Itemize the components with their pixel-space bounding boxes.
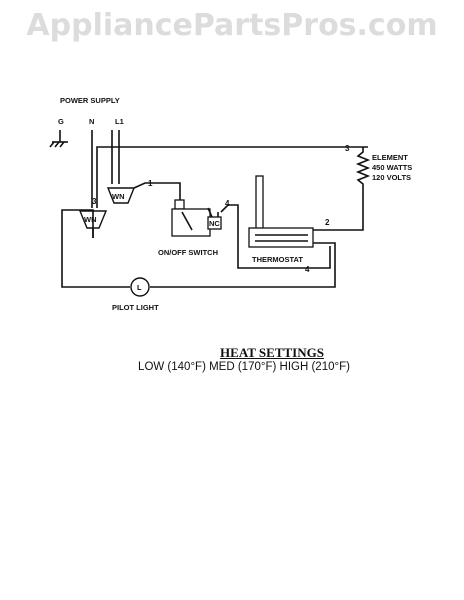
element-label-3: 120 VOLTS (372, 173, 411, 182)
terminal-1: 1 (148, 179, 153, 188)
terminal-2: 2 (325, 218, 330, 227)
watermark: AppliancePartsPros.com (26, 8, 438, 43)
element-label-2: 450 WATTS (372, 163, 412, 172)
thermostat-icon (248, 175, 314, 248)
heat-settings-title: HEAT SETTINGS (220, 345, 324, 360)
element-icon (355, 147, 371, 186)
terminal-3-left: 3 (92, 197, 97, 206)
pilot-label: PILOT LIGHT (112, 303, 159, 312)
line-label: L1 (115, 117, 124, 126)
heat-settings-values-row: LOW (140°F) MED (170°F) HIGH (210°F) (0, 361, 464, 373)
pilot-symbol: L (137, 283, 142, 292)
left-loop-wire (61, 209, 130, 288)
bottom-wire (150, 242, 336, 288)
thermostat-label: THERMOSTAT (252, 255, 303, 264)
element-label-1: ELEMENT (372, 153, 408, 162)
power-supply-label: POWER SUPPLY (60, 96, 120, 105)
switch-label: ON/OFF SWITCH (158, 248, 218, 257)
nc-label: NC (209, 219, 220, 228)
wire-nut-top-icon (106, 130, 136, 204)
wn-top-label: WN (112, 192, 125, 201)
wire-2 (313, 186, 364, 231)
ground-label: G (58, 117, 64, 126)
terminal-4-thermo: 4 (305, 265, 310, 274)
heat-settings-title-row: HEAT SETTINGS (0, 344, 464, 362)
pilot-light-icon (130, 277, 150, 297)
heat-settings-values: LOW (140°F) MED (170°F) HIGH (210°F) (138, 361, 350, 373)
terminal-3-right: 3 (345, 144, 350, 153)
ground-icon (49, 130, 68, 148)
terminal-4-switch: 4 (225, 199, 230, 208)
top-wire (96, 146, 368, 208)
wire-4 (220, 204, 331, 269)
switch-icon (171, 199, 222, 237)
wire-1 (133, 182, 181, 200)
wn-left-label: WN (84, 215, 97, 224)
neutral-label: N (89, 117, 94, 126)
